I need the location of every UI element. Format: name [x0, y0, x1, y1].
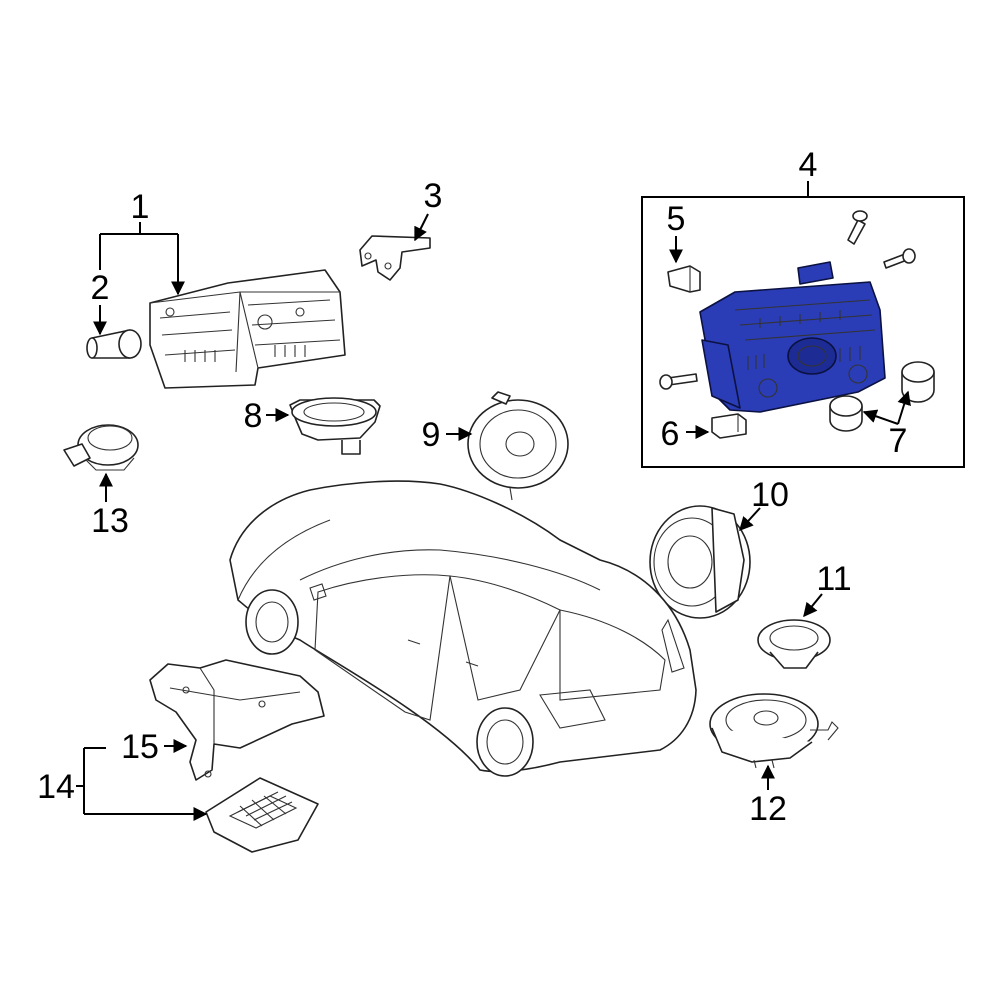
callout-11: 11	[816, 560, 851, 598]
screw-right[interactable]	[883, 248, 916, 269]
callout-6: 6	[661, 415, 680, 453]
callout-1-bracket	[99, 222, 185, 296]
callout-3: 3	[424, 177, 443, 215]
callout-9: 9	[422, 416, 441, 454]
part-5-clip[interactable]	[667, 265, 701, 293]
callout-4-group-box	[641, 196, 965, 468]
arrow-10	[739, 507, 761, 532]
arrow-3	[414, 213, 429, 242]
callout-8: 8	[244, 397, 263, 435]
arrow-7b	[862, 409, 899, 425]
part-6-clip[interactable]	[711, 413, 747, 439]
part-9-speaker[interactable]	[467, 391, 569, 501]
part-2-knob[interactable]	[86, 329, 142, 359]
part-10-speaker[interactable]	[649, 505, 751, 619]
screw-left[interactable]	[659, 373, 698, 390]
callout-5: 5	[667, 200, 686, 238]
part-12-speaker[interactable]	[709, 693, 839, 769]
callout-4: 4	[799, 146, 818, 184]
callout-13: 13	[91, 502, 129, 540]
arrow-11	[803, 593, 823, 618]
part-7-knob-b[interactable]	[829, 395, 863, 432]
callout-10: 10	[751, 476, 789, 514]
callout-1: 1	[131, 188, 150, 226]
part-7-knob-a[interactable]	[901, 361, 935, 403]
arrow-7	[897, 390, 911, 425]
part-11-tweeter[interactable]	[757, 619, 831, 669]
screw-upper[interactable]	[847, 210, 868, 245]
part-4-control-panel[interactable]	[699, 261, 886, 413]
part-14-module[interactable]	[205, 777, 319, 853]
vehicle-sedan	[229, 480, 697, 777]
part-8-speaker[interactable]	[289, 397, 381, 455]
part-1-receiver-unit[interactable]	[149, 269, 346, 389]
part-3-bracket[interactable]	[359, 235, 431, 281]
part-13-sensor[interactable]	[63, 424, 139, 471]
callout-15: 15	[121, 728, 159, 766]
callout-12: 12	[749, 790, 787, 828]
callout-14-bracket	[76, 747, 208, 821]
part-15-bracket[interactable]	[149, 659, 325, 781]
callout-2: 2	[91, 269, 110, 307]
callout-14: 14	[37, 768, 75, 806]
callout-7: 7	[889, 422, 908, 460]
